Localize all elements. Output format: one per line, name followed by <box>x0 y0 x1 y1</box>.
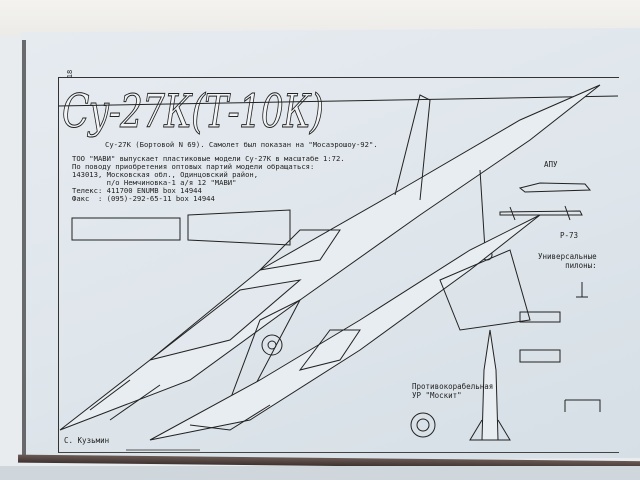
title-rule <box>57 95 619 107</box>
moskit-label: Противокорабельная УР "Москит" <box>412 382 494 400</box>
apu-label: АПУ <box>544 160 558 169</box>
pylon-drawing <box>519 282 601 412</box>
sheet-edge <box>22 40 26 460</box>
caption: Су-27К (Бортовой N 69). Самолет был пока… <box>105 140 378 149</box>
aircraft-plan-view <box>59 84 601 431</box>
info-line: Телекс: 411700 ENUMB box 14944 <box>72 186 202 195</box>
author-label: С. Кузьмин <box>64 436 110 445</box>
r73-missile-drawing <box>499 205 583 221</box>
info-line: ТОО "МАВИ" выпускает пластиковые модели … <box>72 154 345 163</box>
page-title: Су-27К(Т-10К) <box>62 84 325 139</box>
underlying-page <box>0 466 640 480</box>
apu-launcher-drawing <box>518 182 592 193</box>
aircraft-section-view <box>71 209 531 331</box>
info-line: 143013, Московская обл., Одинцовский рай… <box>72 170 259 179</box>
drawing-frame <box>58 77 619 453</box>
info-line: По поводу приобретения оптовых партий мо… <box>72 162 315 171</box>
info-line: Факс : (095)-292-65-11 box 14944 <box>72 194 215 203</box>
info-line: п/о Немчиновка-1 а/я 12 "МАВИ" <box>72 178 237 187</box>
moskit-missile-drawing <box>410 329 511 441</box>
pylons-label: Универсальные пилоны: <box>538 252 597 270</box>
r73-label: Р-73 <box>560 231 579 240</box>
